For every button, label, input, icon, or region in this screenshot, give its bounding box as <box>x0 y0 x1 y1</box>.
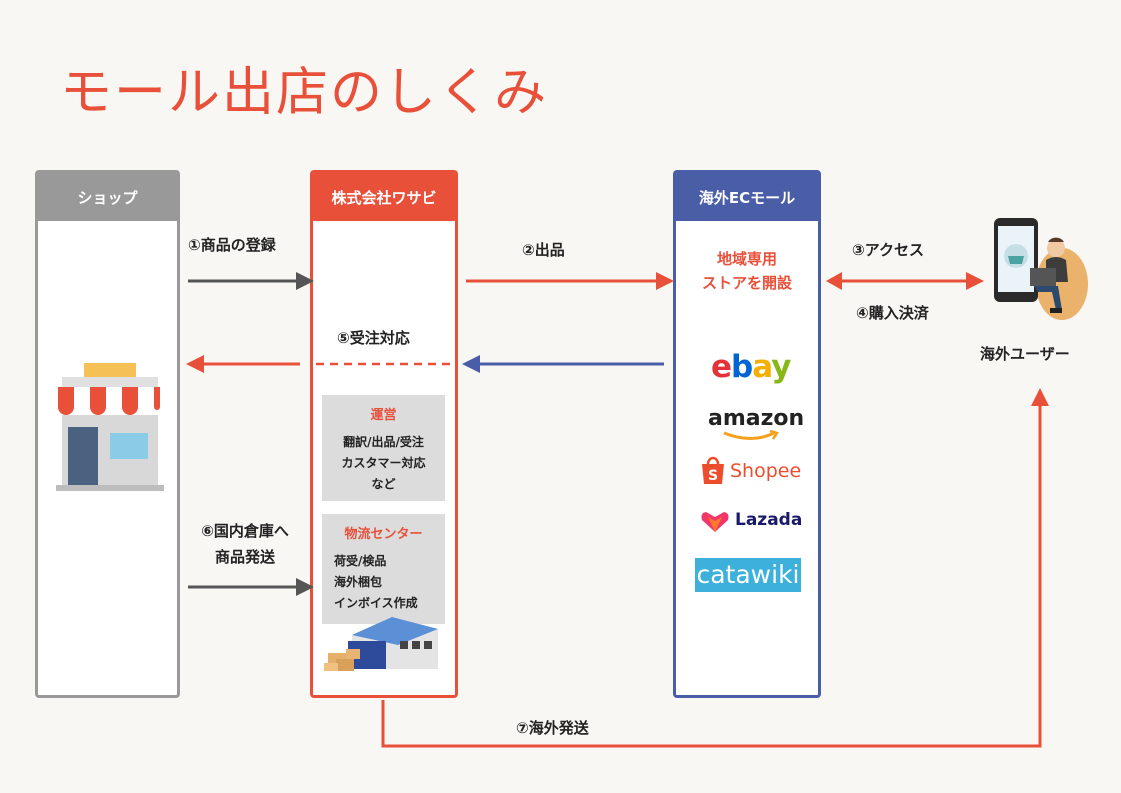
shop-column: ショップ <box>35 170 180 698</box>
page-title: モール出店のしくみ <box>60 63 549 123</box>
logistics-line: 海外梱包 <box>334 575 383 589</box>
mall-header: 海外ECモール <box>676 173 818 221</box>
step-6-line-1: ⑥国内倉庫へ <box>201 522 289 540</box>
mall-column: 海外ECモール 地域専用 ストアを開設 ebay amazon S Shopee… <box>673 170 821 698</box>
step-6-line-2: 商品発送 <box>214 548 275 566</box>
warehouse-icon <box>324 617 438 671</box>
ops-line: 翻訳/出品/受注 <box>343 435 424 449</box>
step-6-label: ⑥国内倉庫へ 商品発送 <box>186 518 304 570</box>
user-label: 海外ユーザー <box>980 345 1070 363</box>
logistics-line: 荷受/検品 <box>334 554 387 568</box>
ops-line: カスタマー対応 <box>341 456 426 470</box>
user-shopping-icon <box>994 218 1088 320</box>
step-5-label: ⑤受注対応 <box>337 329 410 347</box>
svg-text:S: S <box>708 468 718 484</box>
shop-header: ショップ <box>38 173 177 221</box>
mall-sub-line-2: ストアを開設 <box>701 274 792 292</box>
arrow-overseas <box>381 404 1042 748</box>
step-3-label: ③アクセス <box>852 241 924 259</box>
mall-sub-line-1: 地域専用 <box>716 250 777 268</box>
logistics-line: インボイス作成 <box>334 596 418 610</box>
step-2-label: ②出品 <box>522 241 565 259</box>
step-7-label: ⑦海外発送 <box>516 719 589 737</box>
step-4-label: ④購入決済 <box>856 304 929 322</box>
wasabi-header: 株式会社ワサビ <box>313 173 455 221</box>
catawiki-logo: catawiki <box>695 558 801 592</box>
step-1-label: ①商品の登録 <box>188 236 276 254</box>
ebay-logo: ebay <box>711 349 791 385</box>
ops-box: 運営 翻訳/出品/受注 カスタマー対応 など <box>322 395 445 501</box>
lazada-logo: Lazada <box>700 507 802 533</box>
ops-heading: 運営 <box>370 408 397 423</box>
shop-icon <box>56 363 164 491</box>
amazon-logo: amazon <box>708 406 804 440</box>
ops-line: など <box>371 477 396 491</box>
logistics-box: 物流センター 荷受/検品 海外梱包 インボイス作成 <box>322 514 445 624</box>
logistics-heading: 物流センター <box>344 527 423 542</box>
shopee-logo: S Shopee <box>700 456 801 486</box>
